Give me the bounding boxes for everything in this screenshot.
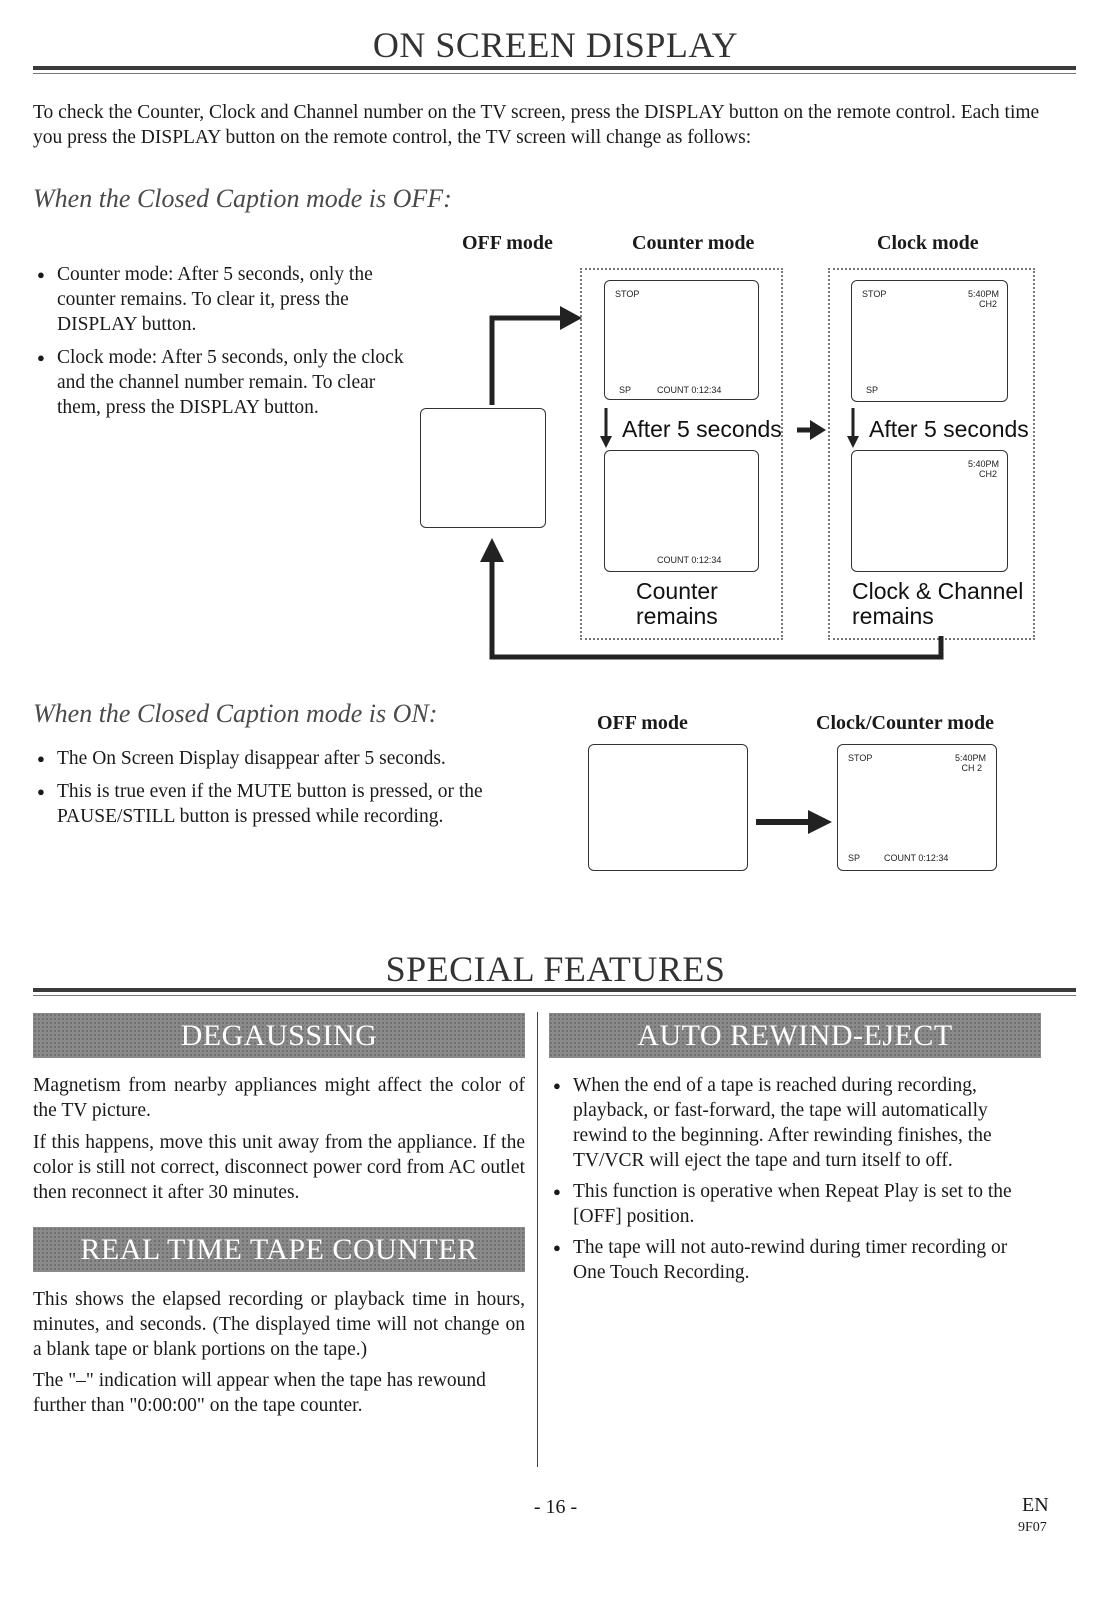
screen-stop-text: STOP — [862, 289, 887, 299]
clock-remains-line2: remains — [852, 603, 934, 629]
list-item: Clock mode: After 5 seconds, only the cl… — [33, 345, 413, 420]
language-code: EN — [1022, 1494, 1049, 1516]
degaussing-p2: If this happens, move this unit away fro… — [33, 1132, 525, 1203]
title-rule — [33, 66, 1076, 70]
label-cc-on-off-mode: OFF mode — [597, 712, 688, 734]
screen-count-text: COUNT 0:12:34 — [657, 555, 722, 565]
cc-on-clock-counter-screen: STOP 5:40PM CH 2 SP COUNT 0:12:34 — [837, 744, 997, 871]
column-divider — [537, 1012, 538, 1467]
clock-remains-screen: 5:40PM CH2 — [851, 450, 1008, 572]
screen-time-text: 5:40PM — [967, 289, 999, 299]
cc-on-bullets: The On Screen Display disappear after 5 … — [33, 746, 528, 837]
screen-channel-text: CH2 — [978, 299, 997, 309]
list-item: When the end of a tape is reached during… — [549, 1073, 1041, 1173]
list-item: The On Screen Display disappear after 5 … — [33, 746, 528, 771]
label-off-mode: OFF mode — [462, 232, 553, 254]
screen-sp-text: SP — [848, 853, 861, 863]
screen-channel-text: CH 2 — [961, 763, 982, 773]
special-rule — [33, 988, 1076, 992]
counter-p2: The "–" indication will appear when the … — [33, 1370, 486, 1416]
arrow-clock-down — [847, 408, 859, 448]
real-time-counter-banner: REAL TIME TAPE COUNTER — [33, 1227, 525, 1272]
label-counter-mode: Counter mode — [632, 232, 755, 254]
list-item: This function is operative when Repeat P… — [549, 1179, 1041, 1229]
cc-off-bullets: Counter mode: After 5 seconds, only the … — [33, 262, 413, 428]
screen-time-text: 5:40PM — [967, 459, 999, 469]
screen-sp-text: SP — [866, 385, 879, 395]
after-5-seconds-clock: After 5 seconds — [869, 416, 1029, 442]
clock-mode-panel — [828, 268, 1035, 640]
screen-time-text: 5:40PM — [954, 753, 986, 763]
off-mode-screen — [420, 408, 546, 528]
osd-title: ON SCREEN DISPLAY — [372, 25, 739, 65]
label-clock-mode: Clock mode — [877, 232, 979, 254]
label-cc-on-clock-counter-mode: Clock/Counter mode — [816, 712, 994, 734]
osd-intro: To check the Counter, Clock and Channel … — [33, 102, 1040, 148]
auto-rewind-bullets: When the end of a tape is reached during… — [549, 1073, 1041, 1293]
arrow-return-to-off — [480, 538, 944, 660]
title-rule-thin — [33, 73, 1076, 74]
screen-stop-text: STOP — [615, 289, 640, 299]
screen-stop-text: STOP — [848, 753, 873, 763]
degaussing-p1: Magnetism from nearby appliances might a… — [33, 1075, 525, 1121]
cc-on-off-screen — [588, 744, 748, 871]
counter-p1: This shows the elapsed recording or play… — [33, 1289, 525, 1360]
counter-remains-line2: remains — [636, 603, 718, 629]
counter-remains-screen: COUNT 0:12:34 — [604, 450, 759, 572]
counter-remains-line1: Counter — [636, 578, 718, 604]
screen-count-text: COUNT 0:12:34 — [884, 853, 949, 863]
clock-mode-screen: STOP 5:40PM CH2 SP — [851, 280, 1008, 402]
clock-remains-line1: Clock & Channel — [852, 578, 1024, 604]
after-5-seconds-counter: After 5 seconds — [622, 416, 782, 442]
screen-count-text: COUNT 0:12:34 — [657, 385, 722, 395]
special-rule-thin — [33, 995, 1076, 996]
arrow-cc-on-off-to-clock — [756, 810, 832, 834]
page-number: - 16 - — [533, 1496, 578, 1518]
arrow-counter-down — [600, 408, 612, 448]
list-item: This is true even if the MUTE button is … — [33, 779, 528, 829]
cc-off-heading: When the Closed Caption mode is OFF: — [33, 184, 452, 213]
list-item: Counter mode: After 5 seconds, only the … — [33, 262, 413, 337]
screen-sp-text: SP — [619, 385, 632, 395]
arrow-off-to-counter — [489, 306, 582, 405]
arrow-counter-to-clock — [797, 420, 826, 440]
screen-channel-text: CH2 — [978, 469, 997, 479]
auto-rewind-banner: AUTO REWIND-EJECT — [549, 1013, 1041, 1058]
counter-mode-panel — [580, 268, 783, 640]
degaussing-banner: DEGAUSSING — [33, 1013, 525, 1058]
cc-on-heading: When the Closed Caption mode is ON: — [33, 699, 438, 728]
document-code: 9F07 — [1018, 1520, 1047, 1535]
special-features-title: SPECIAL FEATURES — [385, 949, 726, 989]
counter-mode-screen: STOP SP COUNT 0:12:34 — [604, 280, 759, 400]
list-item: The tape will not auto-rewind during tim… — [549, 1235, 1041, 1285]
